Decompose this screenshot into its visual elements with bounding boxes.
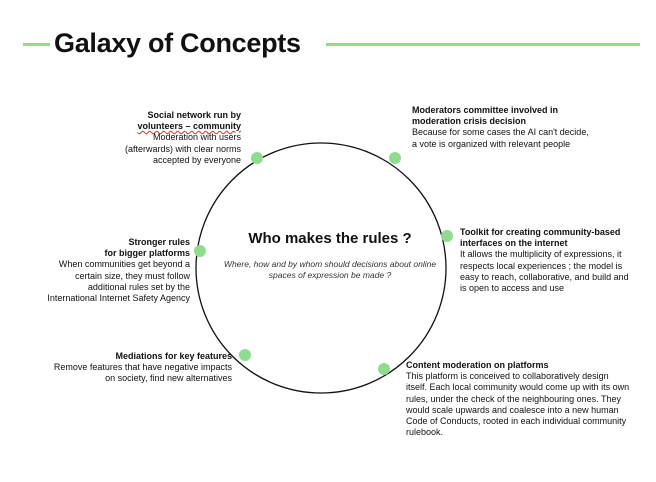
concept-body: When communities get beyond a certain si… (47, 259, 190, 304)
concept-heading: Moderators committee involved in moderat… (412, 105, 559, 127)
node-dot-social-network (251, 152, 263, 164)
concept-mediations: Mediations for key features Remove featu… (52, 351, 232, 385)
concept-heading: for bigger platforms (104, 248, 190, 259)
concept-body: Remove features that have negative impac… (53, 362, 232, 384)
node-dot-stronger-rules (194, 245, 206, 257)
node-dot-toolkit (441, 230, 453, 242)
concept-body: It allows the multiplicity of expression… (460, 249, 629, 294)
title-row: Galaxy of Concepts (0, 26, 656, 62)
concept-heading: volunteers – community (137, 121, 241, 132)
concept-heading: Stronger rules (128, 237, 190, 247)
concept-content-moderation: Content moderation on platforms This pla… (406, 360, 631, 438)
concept-stronger-rules: Stronger rules for bigger platforms When… (42, 237, 190, 304)
ring-circle (195, 142, 447, 394)
concept-heading: Toolkit for creating community-based int… (460, 227, 621, 249)
node-dot-moderators-committee (389, 152, 401, 164)
central-question: Who makes the rules ? (248, 230, 412, 247)
concept-heading: Social network run by (147, 110, 241, 120)
title-accent-line-left (23, 43, 50, 46)
concept-body: This platform is conceived to collaborat… (406, 371, 630, 438)
concept-heading: Mediations for key features (115, 351, 232, 361)
concept-heading: Content moderation on platforms (406, 360, 549, 370)
title-accent-line-right (326, 43, 640, 46)
page-title: Galaxy of Concepts (54, 28, 301, 58)
concept-toolkit: Toolkit for creating community-based int… (460, 227, 635, 294)
concept-body: Moderation with users (afterwards) with … (124, 132, 241, 165)
node-dot-mediations (239, 349, 251, 361)
concept-moderators-committee: Moderators committee involved in moderat… (412, 105, 592, 150)
concept-social-network: Social network run by volunteers – commu… (110, 110, 241, 166)
central-subtitle: Where, how and by whom should decisions … (223, 259, 437, 280)
concept-body: Because for some cases the AI can't deci… (412, 127, 589, 149)
node-dot-content-moderation (378, 363, 390, 375)
